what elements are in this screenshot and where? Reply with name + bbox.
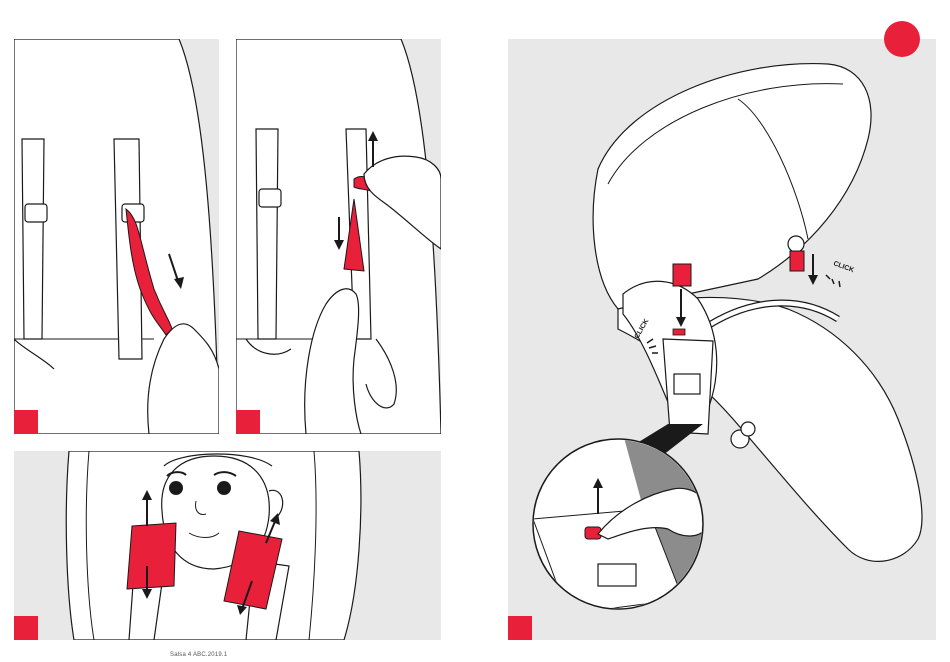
section-marker-circle xyxy=(884,21,920,57)
footer-version: Salsa 4 ABC.2019.1 xyxy=(170,652,227,658)
step-panel-separate-pad xyxy=(236,39,441,434)
step-marker xyxy=(508,616,532,640)
click-label-right: CLICK xyxy=(832,260,854,274)
illustration-stroller-seat-click: CLICK CLICK xyxy=(508,39,936,640)
step-panel-attach-seat: CLICK CLICK xyxy=(508,39,936,640)
illustration-adjust-shoulder-pads xyxy=(14,451,441,640)
step-marker xyxy=(14,410,38,434)
step-panel-pull-down xyxy=(14,39,219,434)
illustration-separate-pad xyxy=(236,39,441,434)
step-marker xyxy=(236,410,260,434)
step-panel-adjust-pads xyxy=(14,451,441,640)
illustration-pull-pad-down xyxy=(14,39,219,434)
step-marker xyxy=(14,616,38,640)
